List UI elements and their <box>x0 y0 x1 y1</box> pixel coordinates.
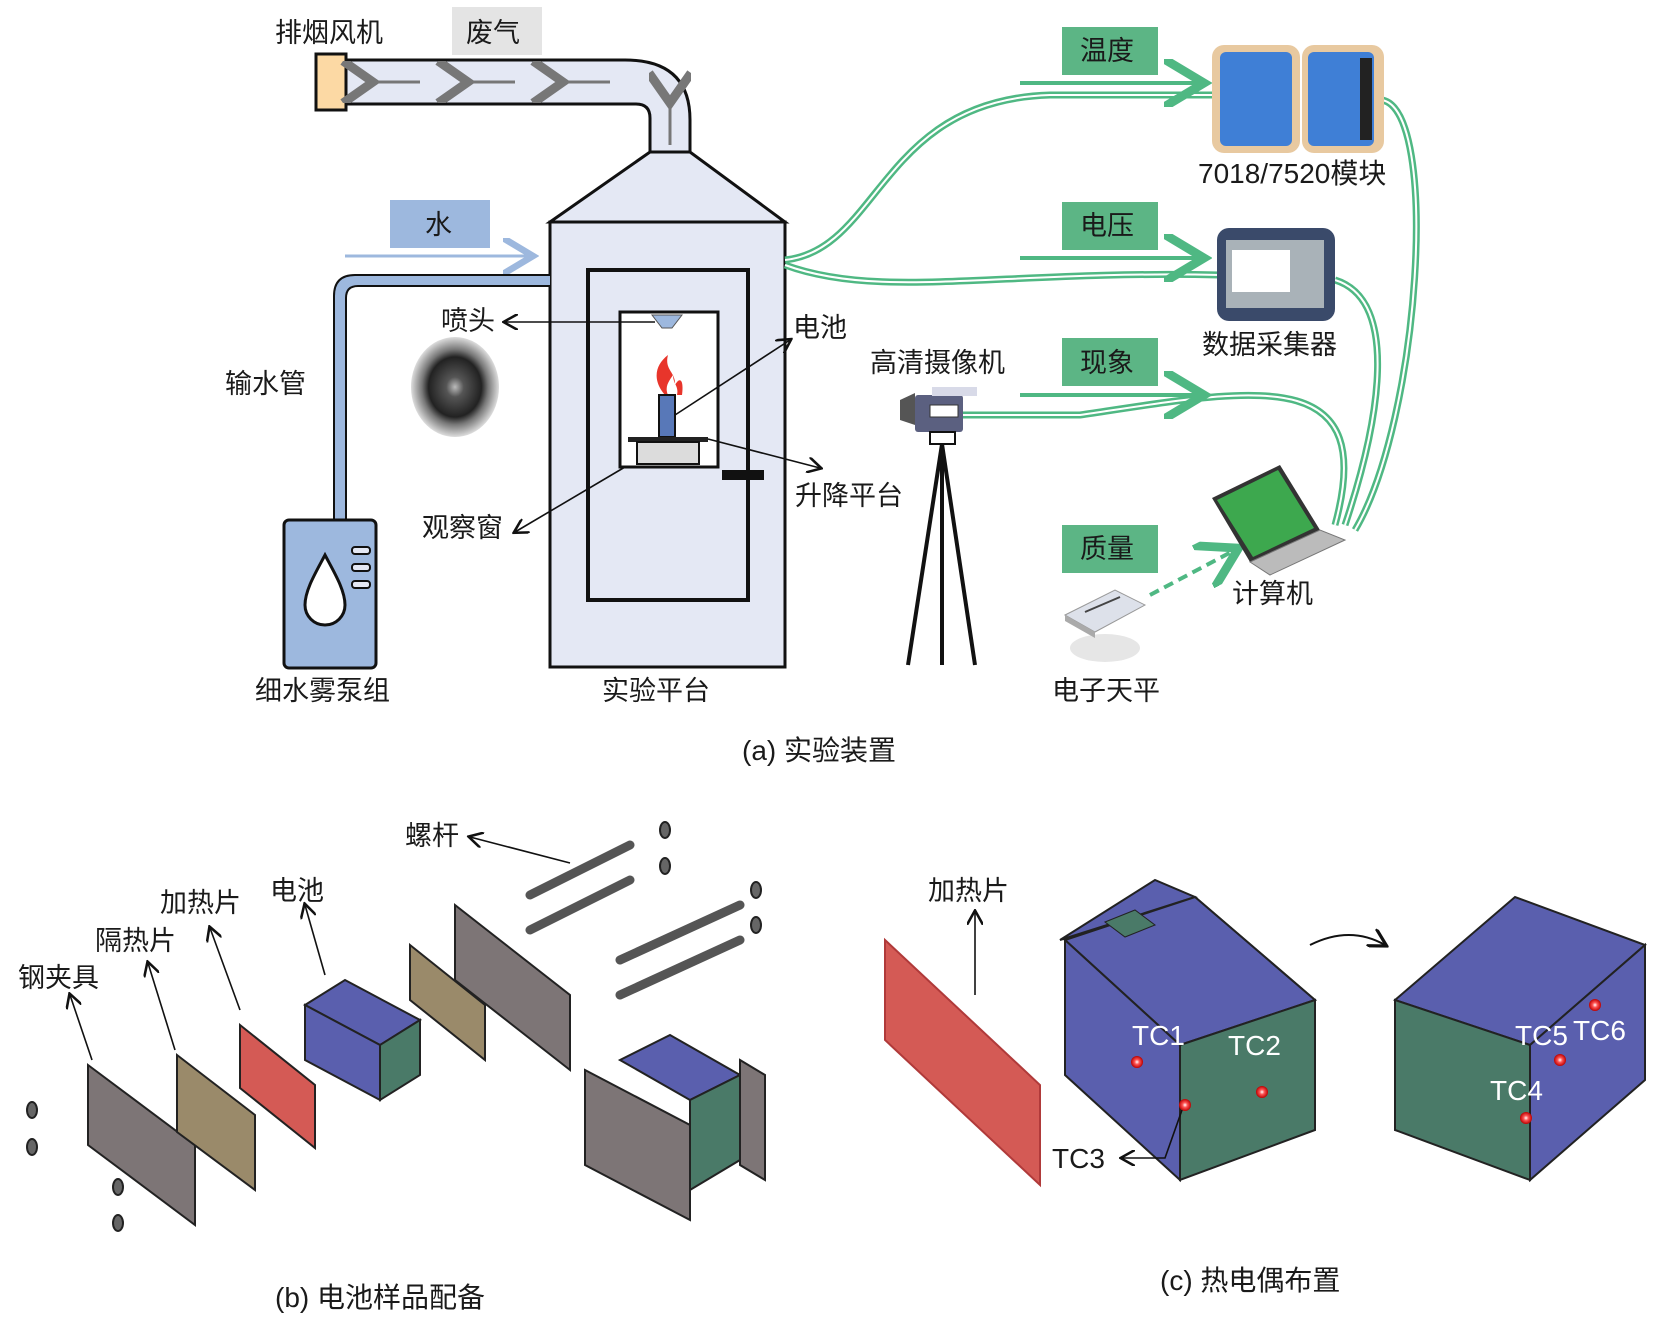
phenomenon-label: 现象 <box>1080 348 1134 379</box>
battery-front-view <box>1059 878 1317 1183</box>
tc1-dot <box>1131 1056 1143 1068</box>
steel-clamp-left <box>87 1063 196 1227</box>
heater-plate <box>884 937 1041 1188</box>
steel-clamp-right <box>454 902 571 1073</box>
balance-icon <box>1063 589 1147 662</box>
mist-pump-label: 细水雾泵组 <box>255 676 390 707</box>
module-device <box>1212 45 1384 153</box>
test-platform-label: 实验平台 <box>602 676 710 707</box>
exhaust-gas-tag <box>452 7 542 55</box>
rotate-arrow-icon <box>1309 935 1385 945</box>
computer-label: 计算机 <box>1232 579 1313 610</box>
tc6-dot <box>1589 999 1601 1011</box>
heater-left <box>239 1022 316 1151</box>
insulator-left <box>176 1052 256 1192</box>
flame-icon <box>656 355 683 395</box>
data-logger-device <box>1217 228 1335 321</box>
tc1-label: TC1 <box>1132 1020 1185 1051</box>
temperature-label: 温度 <box>1080 36 1134 67</box>
mass-tag <box>1062 525 1158 573</box>
phenomenon-tag <box>1062 338 1158 386</box>
lift-platform-label: 升降平台 <box>795 481 903 512</box>
panel-b: 螺杆 电池 加热片 隔热片 钢夹具 (b) 电池样品配备 <box>18 821 766 1313</box>
steel-clamp-label: 钢夹具 <box>18 963 99 994</box>
nozzle-label: 喷头 <box>441 306 495 337</box>
battery-label: 电池 <box>793 313 847 344</box>
mass-label: 质量 <box>1080 534 1134 565</box>
assembled-pack <box>584 1033 766 1222</box>
exhaust-fan-box <box>314 52 348 112</box>
voltage-tag <box>1062 202 1158 250</box>
heater-b-label: 加热片 <box>160 888 241 919</box>
exhaust-fan-label: 排烟风机 <box>275 18 383 49</box>
module-label: 7018/7520模块 <box>1198 158 1386 189</box>
tc3-dot <box>1179 1099 1191 1111</box>
nozzle-icon <box>650 314 684 329</box>
panel-a: 排烟风机 废气 实验平台 喷头 电池 升降平台 观察窗 <box>225 7 1420 766</box>
tc3-label: TC3 <box>1052 1143 1105 1174</box>
battery-back-view <box>1393 895 1647 1183</box>
heater-c-label: 加热片 <box>928 876 1009 907</box>
battery-cell-icon <box>658 394 676 438</box>
insulator-b-label: 隔热片 <box>95 926 176 957</box>
exhaust-gas-label: 废气 <box>466 18 520 49</box>
balance-label: 电子天平 <box>1052 676 1160 707</box>
panel-c: 加热片 TC1 TC2 TC3 TC4 TC5 TC6 (c) 热电偶布置 <box>884 876 1647 1296</box>
door-handle <box>722 470 764 480</box>
mist-pump <box>282 518 378 670</box>
panel-b-caption: (b) 电池样品配备 <box>275 1282 485 1313</box>
water-pipe-label: 输水管 <box>225 369 306 400</box>
exhaust-duct <box>314 52 692 154</box>
tc5-label: TC5 <box>1515 1020 1568 1051</box>
nozzle-photo <box>411 337 499 437</box>
tc2-dot <box>1256 1086 1268 1098</box>
panel-c-caption: (c) 热电偶布置 <box>1160 1265 1340 1296</box>
tc2-label: TC2 <box>1228 1030 1281 1061</box>
battery-b <box>303 978 422 1102</box>
data-logger-label: 数据采集器 <box>1202 330 1337 361</box>
test-chamber <box>545 150 790 669</box>
temperature-tag <box>1062 27 1158 75</box>
camera-icon <box>900 387 977 666</box>
tc4-label: TC4 <box>1490 1075 1543 1106</box>
tc6-label: TC6 <box>1573 1015 1626 1046</box>
voltage-label: 电压 <box>1080 211 1134 242</box>
water-label: 水 <box>425 210 452 241</box>
battery-b-label: 电池 <box>270 876 324 907</box>
observation-window-label: 观察窗 <box>422 513 503 544</box>
tc5-dot <box>1554 1054 1566 1066</box>
tc4-dot <box>1520 1112 1532 1124</box>
hd-camera-label: 高清摄像机 <box>870 348 1005 379</box>
water-drop-icon <box>303 551 347 627</box>
lift-plate <box>628 437 708 442</box>
water-tag <box>390 200 490 248</box>
wireless-link <box>1149 550 1235 597</box>
laptop-icon <box>1212 465 1347 576</box>
screw-rod-label: 螺杆 <box>405 821 459 852</box>
panel-a-caption: (a) 实验装置 <box>742 735 896 766</box>
